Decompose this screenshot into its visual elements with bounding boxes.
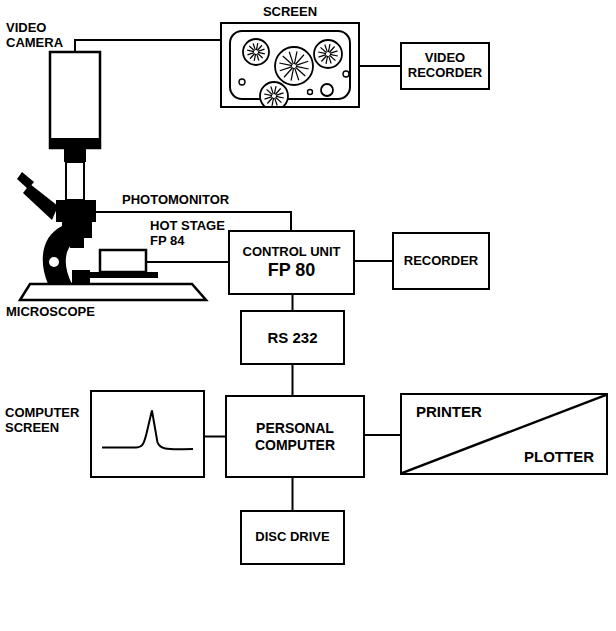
box-label: CONTROL UNIT <box>243 245 341 260</box>
connector <box>292 365 294 395</box>
process-box: CONTROL UNITFP 80 <box>228 230 355 295</box>
box-content: RECORDER <box>394 234 488 288</box>
connector <box>292 295 294 310</box>
box-content: PERSONAL COMPUTER <box>227 397 363 476</box>
process-box: RS 232 <box>240 310 345 365</box>
video-camera <box>50 52 100 148</box>
connector <box>360 65 400 67</box>
connector <box>365 434 400 436</box>
box-heading: PRINTER <box>416 403 482 420</box>
camera-band <box>50 138 100 148</box>
microscope-base <box>20 284 206 300</box>
eyepiece-top <box>17 172 34 189</box>
process-box: COMPUTER SCREEN <box>90 390 205 478</box>
process-box: DISC DRIVE <box>240 510 345 565</box>
process-box: RECORDER <box>392 232 490 290</box>
box-content <box>222 24 358 106</box>
box-content: CONTROL UNITFP 80 <box>230 232 353 293</box>
box-content <box>92 392 203 476</box>
box-content: VIDEO RECORDER <box>402 44 488 88</box>
box-content: RS 232 <box>242 312 343 363</box>
upper-tube <box>66 162 84 200</box>
box-label: PERSONAL COMPUTER <box>233 420 357 452</box>
process-box: VIDEO RECORDER <box>400 42 490 90</box>
box-content: DISC DRIVE <box>242 512 343 563</box>
box-label: DISC DRIVE <box>255 530 329 545</box>
process-box: PRINTER PLOTTER <box>400 393 608 475</box>
box-label: VIDEO RECORDER <box>408 51 482 81</box>
box-decoration <box>222 24 358 106</box>
camera-wire <box>75 40 220 52</box>
box-heading: COMPUTER SCREEN <box>5 406 85 436</box>
eyepiece <box>23 184 58 220</box>
photomonitor-housing <box>56 200 96 222</box>
part-label: MICROSCOPE <box>6 304 136 319</box>
box-label: FP 80 <box>268 260 316 281</box>
focus-knob <box>48 256 60 268</box>
connector <box>205 436 225 438</box>
camera-adapter <box>64 148 86 162</box>
hot-stage <box>100 250 146 272</box>
connector <box>292 478 294 510</box>
box-label: RECORDER <box>404 254 478 269</box>
box-decoration <box>92 392 203 476</box>
part-label: PHOTOMONITOR <box>122 192 252 207</box>
process-box: PERSONAL COMPUTER <box>225 395 365 478</box>
box-label: RS 232 <box>267 329 317 346</box>
stage-plate <box>88 272 158 278</box>
process-box: SCREEN <box>220 22 360 108</box>
part-label: VIDEO CAMERA <box>6 20 68 50</box>
box-heading: PLOTTER <box>524 448 594 465</box>
box-heading: SCREEN <box>202 5 378 20</box>
stage-support <box>72 270 90 284</box>
connector <box>355 260 392 262</box>
part-label: HOT STAGE FP 84 <box>150 218 240 248</box>
hot-stage-wire <box>146 261 228 263</box>
